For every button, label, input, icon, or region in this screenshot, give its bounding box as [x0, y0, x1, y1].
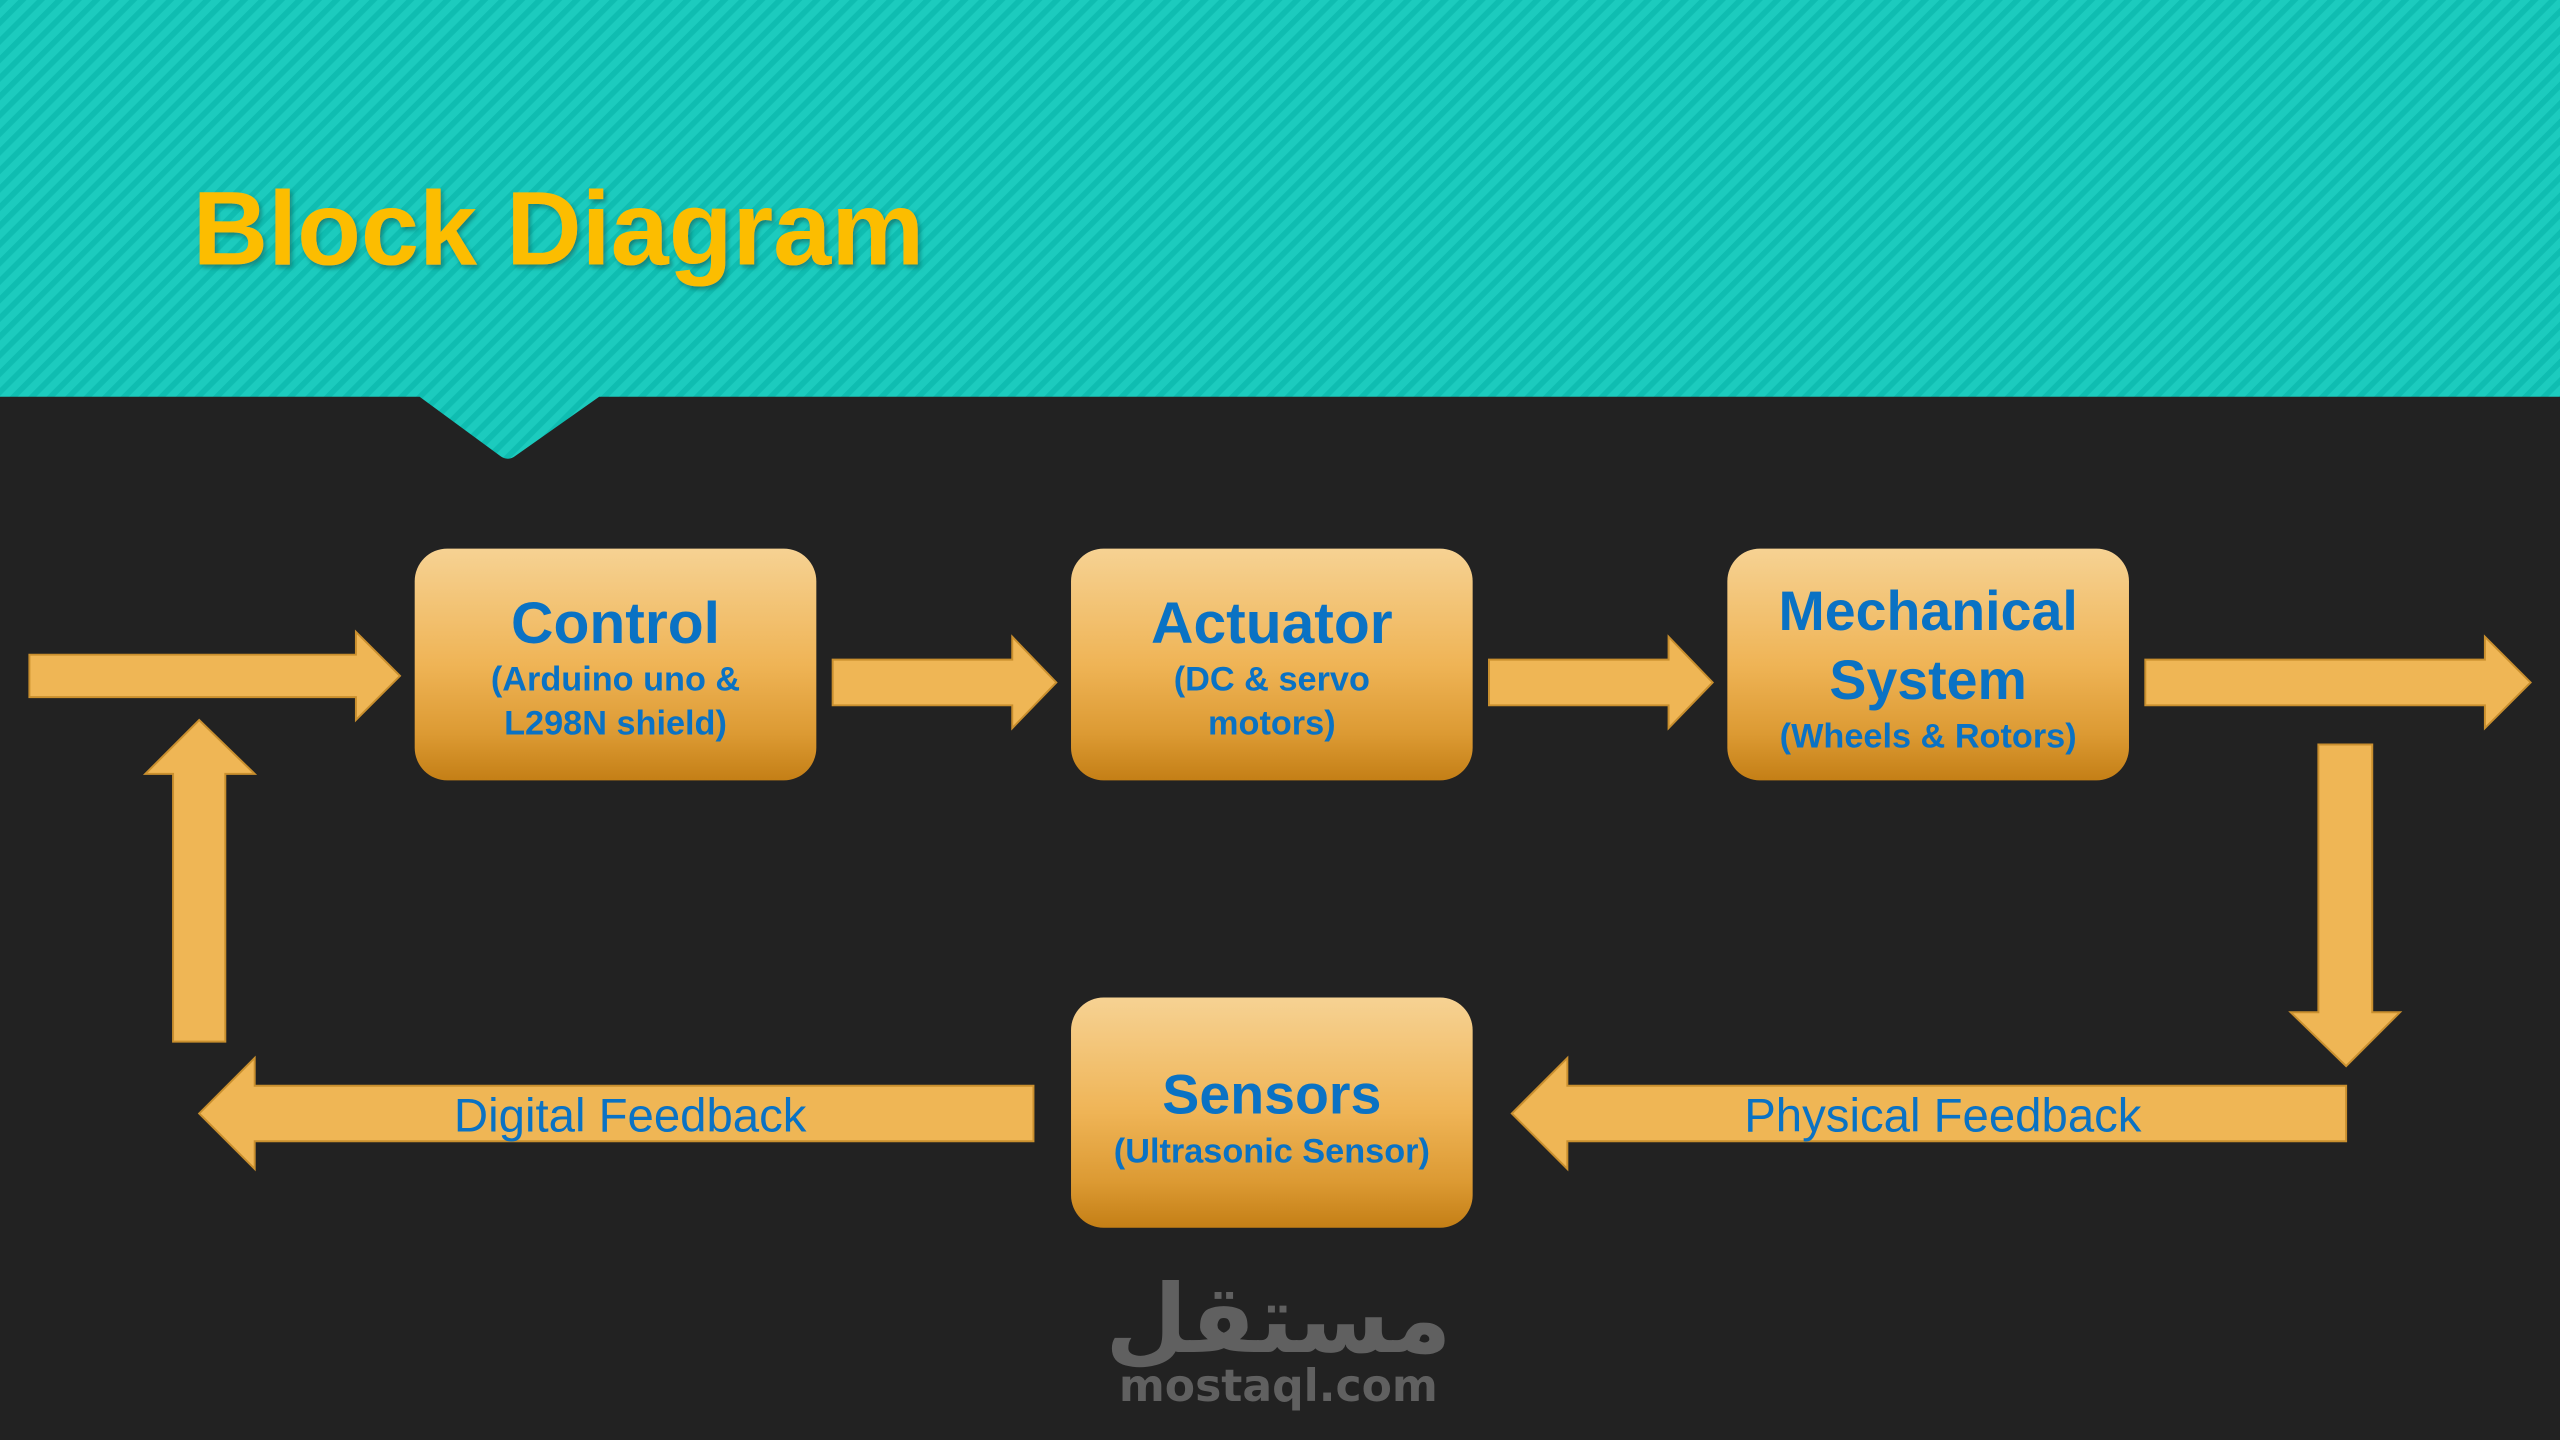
input-arrow [28, 629, 402, 723]
physical-feedback-arrow [1510, 1055, 2348, 1172]
control-detail-2: L298N shield) [504, 705, 727, 743]
sensors-title: Sensors [1162, 1063, 1381, 1125]
digital-feedback-label: Digital Feedback [454, 1089, 807, 1142]
digital-feedback-arrow [197, 1055, 1035, 1172]
sensors-block: Sensors (Ultrasonic Sensor) [1071, 997, 1473, 1228]
actuator-to-mechanical-arrow [1488, 634, 1715, 731]
mostaql-watermark: مستقل mostaql.com [1105, 1265, 1451, 1412]
up-arrow [142, 718, 258, 1043]
output-arrow [2144, 634, 2532, 731]
mechanical-title-2: System [1829, 649, 2026, 711]
sensors-detail: (Ultrasonic Sensor) [1114, 1132, 1430, 1170]
control-block: Control (Arduino uno & L298N shield) [414, 548, 817, 781]
watermark-domain: mostaql.com [1119, 1361, 1438, 1412]
actuator-detail-1: (DC & servo [1174, 661, 1370, 699]
control-title: Control [511, 591, 720, 656]
control-detail-1: (Arduino uno & [491, 661, 740, 699]
watermark-arabic: مستقل [1105, 1265, 1451, 1375]
mechanical-system-block: Mechanical System (Wheels & Rotors) [1727, 548, 2129, 781]
physical-feedback-label: Physical Feedback [1744, 1089, 2142, 1142]
slide-title: Block Diagram [193, 170, 925, 287]
mechanical-detail: (Wheels & Rotors) [1780, 718, 2077, 756]
header-banner [0, 0, 2560, 459]
actuator-title: Actuator [1151, 591, 1393, 656]
down-arrow [2288, 743, 2403, 1068]
control-to-actuator-arrow [831, 634, 1058, 731]
actuator-block: Actuator (DC & servo motors) [1071, 548, 1473, 781]
mechanical-title-1: Mechanical [1779, 580, 2078, 642]
actuator-detail-2: motors) [1208, 705, 1336, 743]
